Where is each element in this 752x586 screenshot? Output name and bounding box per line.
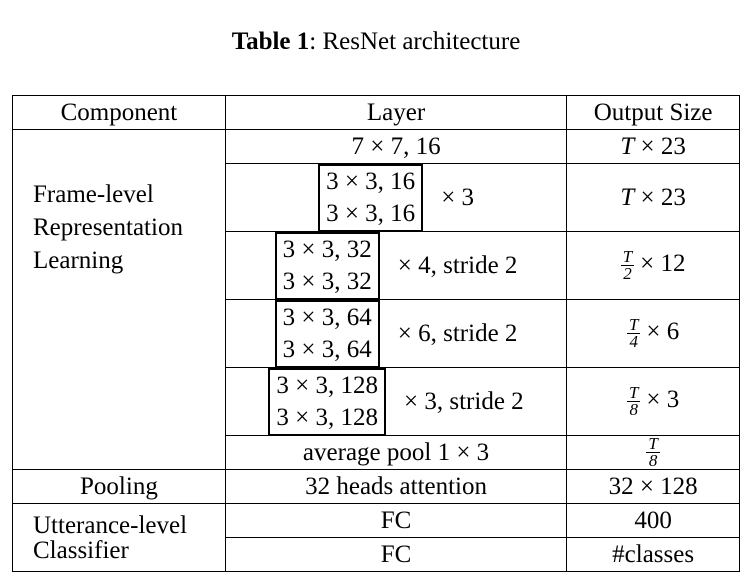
output-rest: × 12 [640,250,686,278]
layer-cell: FC [224,537,568,572]
header-layer: Layer [224,95,568,130]
table-row: 3 × 3, 16 3 × 3, 16 × 3 T × 23 [13,163,740,232]
matrix-line: 3 × 3, 32 [282,267,372,295]
output-rest: × 3 [646,386,680,414]
output-var: T [620,184,635,211]
layer-suffix: × 4, stride 2 [397,252,518,279]
caption-text: : ResNet architecture [309,28,521,55]
layer-suffix: × 3, stride 2 [404,388,524,415]
fraction-numerator: T [626,383,641,402]
layer-suffix: × 3 [441,184,475,211]
matrix-line: 3 × 3, 64 [282,303,372,331]
fraction-denominator: 4 [629,332,638,351]
matrix-bracket: 3 × 3, 128 3 × 3, 128 [268,367,387,436]
matrix-line: 3 × 3, 128 [276,403,379,431]
component-line: Utterance-level [33,511,188,539]
output-cell: 32 × 128 [566,469,740,504]
frame-level-component-cell: Frame-level Representation Learning [12,129,226,470]
component-line: Representation [33,214,183,241]
layer-cell: average pool 1 × 3 [224,435,568,470]
output-rest: × 23 [634,133,686,160]
output-var: T [620,133,635,160]
fraction-denominator: 8 [629,400,638,419]
matrix-bracket: 3 × 3, 32 3 × 3, 32 [274,231,380,300]
table-caption: Table 1: ResNet architecture [0,28,752,56]
output-rest: × 6 [646,318,680,346]
pooling-component-cell: Pooling [12,469,226,504]
component-line: Frame-level [33,181,154,208]
fraction-denominator: 2 [623,264,632,283]
layer-suffix: × 6, stride 2 [397,320,518,347]
layer-cell: FC [224,503,568,538]
layer-cell: 3 × 3, 64 3 × 3, 64 × 6, stride 2 [224,299,568,368]
matrix-line: 3 × 3, 128 [276,371,379,399]
layer-cell: 3 × 3, 16 3 × 3, 16 × 3 [224,163,568,232]
matrix-line: 3 × 3, 16 [326,199,416,227]
fraction-numerator: T [646,434,660,453]
layer-cell: 32 heads attention [224,469,568,504]
header-component: Component [12,95,226,130]
layer-cell: 3 × 3, 128 3 × 3, 128 × 3, stride 2 [224,367,568,436]
output-cell: #classes [566,537,740,572]
layer-cell: 3 × 3, 32 3 × 3, 32 × 4, stride 2 [224,231,568,300]
table-row: FC #classes [13,537,740,572]
component-line: Classifier [33,536,129,564]
fraction-numerator: T [626,315,641,334]
table-row: Pooling 32 heads attention 32 × 128 [12,469,740,504]
matrix-bracket: 3 × 3, 16 3 × 3, 16 [318,163,424,232]
matrix-line: 3 × 3, 32 [282,235,372,263]
classifier-component-cell: Utterance-level Classifier [12,503,226,572]
layer-cell: 7 × 7, 16 [224,129,568,164]
matrix-line: 3 × 3, 16 [326,167,416,195]
resnet-architecture-table: Component Layer Output Size Frame-level … [12,95,740,572]
fraction-denominator: 8 [648,451,658,470]
output-rest: × 23 [634,184,686,211]
output-cell: T × 23 [566,163,740,232]
output-cell: T × 23 [566,129,740,164]
output-cell: 400 [566,503,740,538]
fraction-numerator: T [620,247,635,266]
matrix-line: 3 × 3, 64 [282,335,372,363]
caption-label: Table 1 [231,28,310,55]
table-row: Frame-level Representation Learning 7 × … [12,129,740,470]
header-row: Component Layer Output Size [12,95,740,130]
matrix-bracket: 3 × 3, 64 3 × 3, 64 [274,299,380,368]
table-row: Utterance-level Classifier FC 400 [12,503,740,572]
component-line: Learning [33,247,124,274]
header-output-size: Output Size [566,95,740,130]
